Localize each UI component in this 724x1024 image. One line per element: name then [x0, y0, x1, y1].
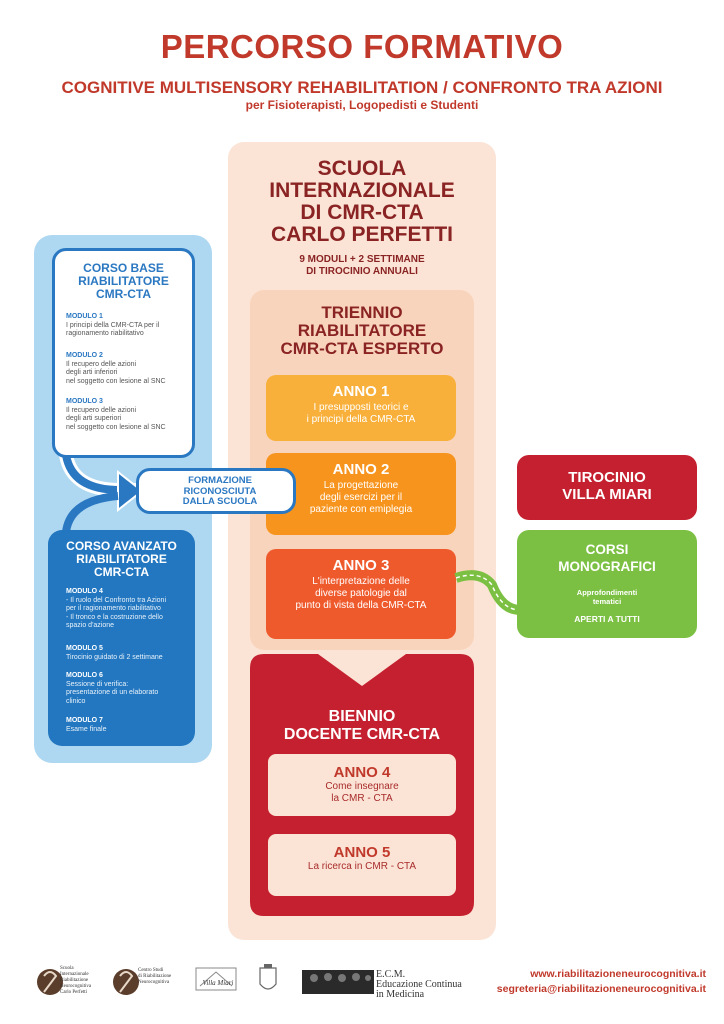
adv-module-6-desc: Sessione di verifica: presentazione di u… — [66, 680, 159, 705]
base-module-1-label: MODULO 1 — [66, 313, 103, 320]
adv-module-4: MODULO 4 - Il ruolo del Confronto tra Az… — [66, 588, 192, 631]
anno-3-label: ANNO 3 — [332, 557, 390, 574]
anno-4-label: ANNO 4 — [333, 764, 391, 781]
base-module-1: MODULO 1 I principi della CMR-CTA per il… — [66, 313, 192, 339]
base-module-2: MODULO 2 Il recupero delle azioni degli … — [66, 352, 192, 386]
base-module-3-label: MODULO 3 — [66, 398, 103, 405]
page-title: PERCORSO FORMATIVO — [160, 28, 564, 65]
sirn-logo-text: Scuola Internazionale Riabilitazione Neu… — [60, 966, 92, 995]
adv-module-5: MODULO 5 Tirocinio guidato di 2 settiman… — [66, 645, 192, 662]
adv-module-7: MODULO 7 Esame finale — [66, 717, 192, 734]
adv-module-6-label: MODULO 6 — [66, 672, 103, 679]
audience-text: per Fisioterapisti, Logopedisti e Studen… — [245, 98, 479, 112]
anno-5-label: ANNO 5 — [333, 844, 391, 861]
anno-4-card: ANNO 4 Come insegnare la CMR - CTA — [268, 754, 456, 816]
comune-logo — [259, 964, 277, 990]
anno-5-desc: La ricerca in CMR - CTA — [307, 861, 417, 872]
adv-module-6: MODULO 6 Sessione di verifica: presentaz… — [66, 672, 192, 706]
csrn-logo — [113, 969, 139, 995]
ecm-logo-text: E.C.M. Educazione Continua in Medicina — [376, 969, 462, 1000]
formazione-box — [136, 468, 296, 514]
corso-avanzato-title: CORSO AVANZATO RIABILITATORE CMR-CTA — [66, 539, 177, 579]
corsi-title: CORSI MONOGRAFICI — [558, 542, 656, 574]
adv-module-7-label: MODULO 7 — [66, 717, 103, 724]
biennio-title: BIENNIO DOCENTE CMR-CTA — [283, 708, 441, 743]
corsi-open-label: APERTI A TUTTI — [574, 614, 640, 624]
school-title: SCUOLA INTERNAZIONALE DI CMR-CTA CARLO P… — [269, 157, 455, 246]
corsi-desc: Approfondimenti tematici — [576, 588, 638, 606]
website-link[interactable]: www.riabilitazioneneurocognitiva.it — [530, 968, 706, 980]
anno-1-label: ANNO 1 — [332, 383, 390, 400]
anno-1-card: ANNO 1 I presupposti teorici e i princip… — [266, 375, 456, 441]
anno-1-desc: I presupposti teorici e i principi della… — [306, 402, 416, 425]
adv-module-4-label: MODULO 4 — [66, 588, 103, 595]
anno-2-card: ANNO 2 La progettazione degli esercizi p… — [266, 453, 456, 535]
corso-base-box — [52, 248, 195, 458]
anno-3-desc: L'interpretazione delle diverse patologi… — [295, 576, 427, 611]
villa-miari-logo-text: Villa Miari — [202, 979, 234, 987]
triennio-title: TRIENNIO RIABILITATORE CMR-CTA ESPERTO — [280, 303, 444, 358]
anno-2-label: ANNO 2 — [332, 461, 390, 478]
sirn-logo — [37, 969, 63, 995]
anno-5-card: ANNO 5 La ricerca in CMR - CTA — [268, 834, 456, 896]
page-subtitle: COGNITIVE MULTISENSORY REHABILITATION / … — [61, 78, 663, 97]
anno-3-card: ANNO 3 L'interpretazione delle diverse p… — [266, 549, 456, 639]
tirocinio-box — [517, 455, 697, 520]
csrn-logo-text: Centro Studi di Riabilitazione Neurocogn… — [138, 968, 172, 985]
base-module-2-desc: Il recupero delle azioni degli arti infe… — [66, 360, 166, 385]
adv-module-7-desc: Esame finale — [66, 725, 107, 733]
tirocinio-text: TIROCINIO VILLA MIARI — [562, 469, 652, 503]
school-subtitle: 9 MODULI + 2 SETTIMANE DI TIROCINIO ANNU… — [299, 254, 425, 277]
villa-miari-logo — [195, 967, 237, 991]
adv-module-5-desc: Tirocinio guidato di 2 settimane — [66, 653, 163, 661]
corso-avanzato-box — [48, 530, 195, 746]
corso-base-title: CORSO BASE RIABILITATORE CMR-CTA — [78, 261, 169, 301]
ecm-people-icon — [302, 970, 374, 994]
anno-4-desc: Come insegnare la CMR - CTA — [325, 781, 399, 804]
base-module-3: MODULO 3 Il recupero delle azioni degli … — [66, 398, 192, 432]
adv-module-5-label: MODULO 5 — [66, 645, 103, 652]
corsi-monografici-box — [517, 530, 697, 638]
email-link[interactable]: segreteria@riabilitazioneneurocognitiva.… — [496, 983, 706, 995]
base-module-2-label: MODULO 2 — [66, 352, 103, 359]
base-module-3-desc: Il recupero delle azioni degli arti supe… — [66, 406, 166, 431]
anno-2-desc: La progettazione degli esercizi per il p… — [309, 480, 413, 515]
adv-module-4-desc: - Il ruolo del Confronto tra Azioni per … — [66, 596, 166, 630]
base-module-1-desc: I principi della CMR-CTA per il ragionam… — [66, 321, 160, 338]
formazione-text: FORMAZIONE RICONOSCIUTA DALLA SCUOLA — [182, 475, 258, 507]
